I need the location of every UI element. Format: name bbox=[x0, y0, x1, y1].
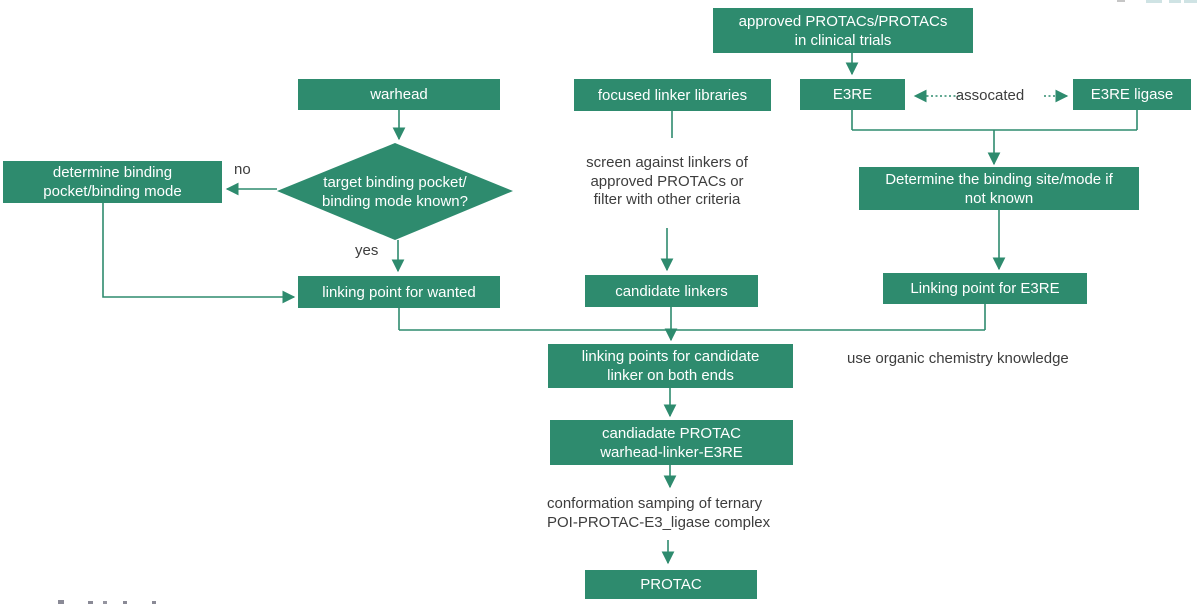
node-approved-protacs: approved PROTACs/PROTACs in clinical tri… bbox=[713, 8, 973, 53]
node-determine-binding-site: Determine the binding site/mode if not k… bbox=[859, 167, 1139, 210]
node-determine-binding-pocket: determine binding pocket/binding mode bbox=[3, 161, 222, 203]
clipped-ui-fragment bbox=[1184, 0, 1197, 3]
clipped-text-fragment bbox=[123, 601, 127, 604]
decision-diamond bbox=[277, 143, 513, 240]
note-conformation-sampling: conformation samping of ternary POI-PROT… bbox=[547, 495, 771, 531]
node-protac: PROTAC bbox=[585, 570, 757, 599]
node-e3re: E3RE bbox=[800, 79, 905, 110]
clipped-text-fragment bbox=[103, 601, 107, 604]
edge-label-yes: yes bbox=[355, 242, 379, 259]
note-screen-linkers: screen against linkers of approved PROTA… bbox=[586, 154, 748, 208]
node-linking-points-candidate: linking points for candidate linker on b… bbox=[548, 344, 793, 388]
node-linking-point-wanted: linking point for wanted bbox=[298, 276, 500, 308]
node-e3re-ligase: E3RE ligase bbox=[1073, 79, 1191, 110]
node-linking-point-e3re: Linking point for E3RE bbox=[883, 273, 1087, 304]
elbow-determine-pocket-to-linking-wanted bbox=[102, 203, 296, 304]
decision-diamond-label: target binding pocket/ binding mode know… bbox=[322, 174, 468, 210]
clipped-text-fragment bbox=[152, 601, 156, 604]
clipped-ui-fragment bbox=[1146, 0, 1162, 3]
clipped-text-fragment bbox=[88, 601, 93, 604]
note-organic-chemistry: use organic chemistry knowledge bbox=[847, 350, 1069, 367]
node-focused-linker-libraries: focused linker libraries bbox=[574, 79, 771, 111]
edge-label-assocated: assocated bbox=[955, 87, 1025, 104]
clipped-ui-fragment bbox=[1169, 0, 1181, 3]
node-candidate-protac: candiadate PROTAC warhead-linker-E3RE bbox=[550, 420, 793, 465]
node-candidate-linkers: candidate linkers bbox=[585, 275, 758, 307]
edge-label-no: no bbox=[234, 161, 251, 178]
node-warhead: warhead bbox=[298, 79, 500, 110]
clipped-text-fragment bbox=[58, 600, 64, 604]
clipped-ui-fragment bbox=[1117, 0, 1125, 2]
